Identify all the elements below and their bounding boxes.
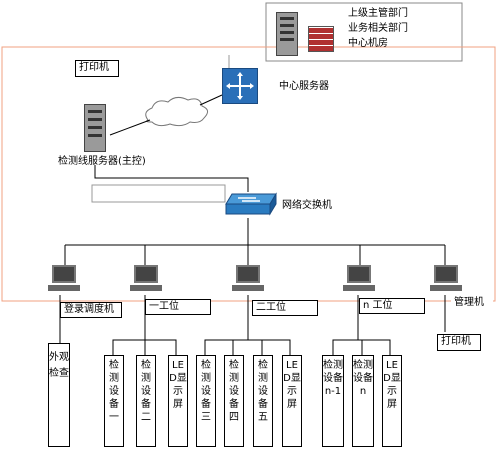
- device-box: 检测设备四: [224, 355, 244, 447]
- printer-bottom: 打印机: [437, 334, 481, 351]
- top-right-line-3: 中心机房: [348, 38, 388, 49]
- top-right-line-1: 上级主管部门: [348, 8, 408, 19]
- router-icon: [222, 68, 258, 104]
- station-n: n 工位: [359, 298, 425, 314]
- network-switch-icon: [224, 192, 278, 216]
- computer-icon: [430, 265, 464, 293]
- station-1: 一工位: [145, 299, 211, 315]
- server-tower-icon: [84, 104, 106, 152]
- station-2: 二工位: [252, 300, 318, 316]
- device-box: 检测设备n: [352, 355, 374, 447]
- firewall-icon: [308, 26, 334, 52]
- computer-icon: [48, 265, 82, 293]
- led-display-box: LED显示屏: [382, 355, 402, 447]
- top-right-line-2: 业务相关部门: [348, 23, 408, 34]
- computer-icon: [343, 265, 377, 293]
- station-login: 登录调度机: [60, 302, 122, 318]
- computer-icon: [130, 265, 164, 293]
- device-box: 检测设备五: [253, 355, 273, 447]
- device-box: 检测设备三: [196, 355, 216, 447]
- device-box: 检测设备二: [136, 355, 156, 447]
- station-manage: 管理机: [451, 296, 493, 312]
- device-box: 检测设备一: [104, 355, 124, 447]
- center-server-label: 中心服务器: [276, 80, 336, 97]
- cloud-icon: [145, 96, 208, 127]
- outside-check-box: 外观检查: [48, 343, 70, 447]
- computer-icon: [232, 265, 266, 293]
- switch-label: 网络交换机: [282, 200, 332, 211]
- rack-server-icon: [276, 12, 298, 56]
- led-display-box: LED显示屏: [282, 355, 302, 447]
- detect-server-label: 检测线服务器(主控): [58, 156, 146, 167]
- device-box: 检测设备n-1: [322, 355, 344, 447]
- led-display-box: LED显示屏: [168, 355, 188, 447]
- printer-top: 打印机: [75, 60, 119, 77]
